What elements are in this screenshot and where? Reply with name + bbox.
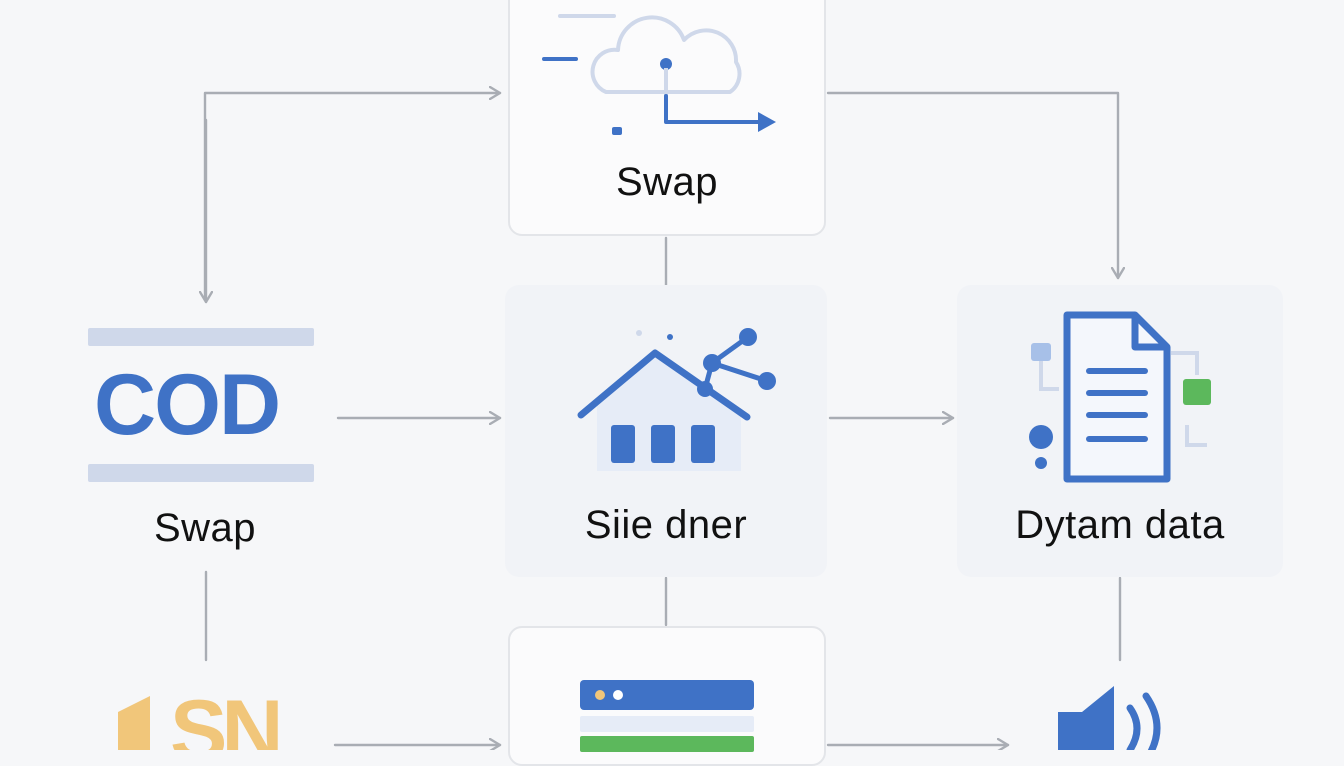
cloud-upload-icon: [542, 14, 776, 135]
node-bottom-center[interactable]: [508, 626, 826, 766]
document-flow-icon: [1029, 311, 1211, 483]
cod-top-bar: [88, 328, 314, 346]
node-label: Swap: [153, 506, 257, 550]
node-bottom-right[interactable]: [1020, 668, 1220, 750]
speaker-icon: [1058, 686, 1161, 750]
connector-layer: [0, 0, 1344, 750]
sn-logo-text: SN: [170, 683, 283, 750]
node-mid-center[interactable]: Siie dner: [505, 285, 827, 577]
megaphone-icon: [118, 696, 150, 750]
cod-logo-text: COD: [94, 357, 281, 453]
node-mid-left[interactable]: COD Swap: [70, 300, 340, 570]
browser-window-icon: [580, 680, 754, 752]
cod-bottom-bar: [88, 464, 314, 482]
node-top-center[interactable]: Swap: [508, 0, 826, 236]
edge-left-to-top: [203, 93, 502, 302]
house-network-icon: [577, 328, 776, 471]
node-label: Swap: [615, 160, 719, 204]
node-bottom-left[interactable]: SN: [100, 668, 320, 750]
node-mid-right[interactable]: Dytam data: [957, 285, 1283, 577]
node-label: Siie dner: [584, 503, 748, 547]
edge-top-to-right: [826, 91, 1118, 280]
node-label: Dytam data: [1015, 503, 1225, 547]
